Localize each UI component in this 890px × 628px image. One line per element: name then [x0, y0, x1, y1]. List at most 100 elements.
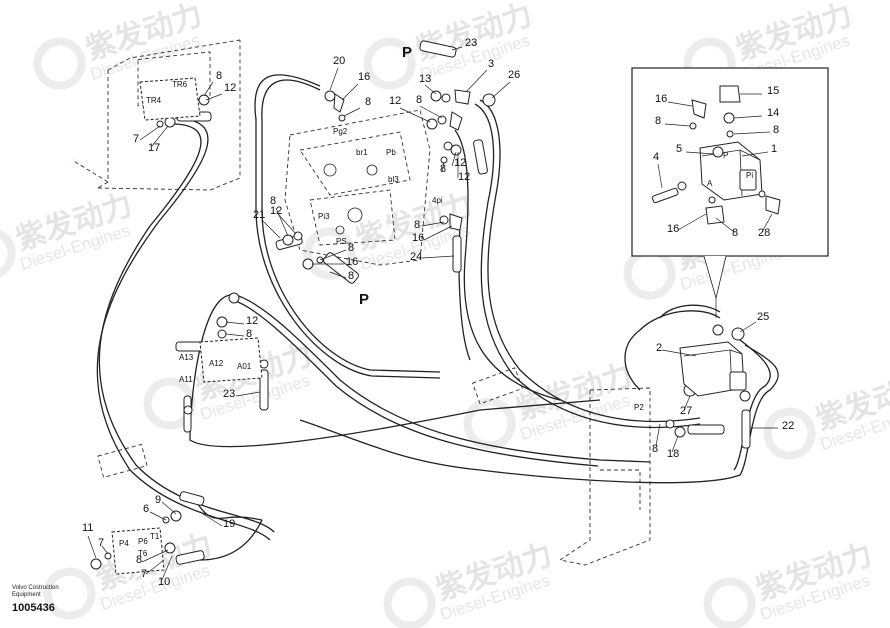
part-callout: 5 — [676, 143, 682, 155]
part-callout: 16 — [412, 232, 424, 244]
watermark-logo-icon — [363, 37, 416, 90]
part-callout: 27 — [680, 405, 692, 417]
part-callout: 8 — [414, 219, 420, 231]
port-blocks — [111, 77, 263, 575]
part-callout: 12 — [224, 82, 236, 94]
part-callout: 7 — [141, 568, 147, 580]
part-callout: 28 — [758, 227, 770, 239]
port-label: A — [707, 179, 713, 188]
port-label: br1 — [356, 148, 368, 157]
part-callout: 8 — [416, 94, 422, 106]
part-callout: 13 — [419, 73, 431, 85]
part-callout: 17 — [148, 142, 160, 154]
port-label: A12 — [209, 359, 224, 368]
port-label: TR6 — [172, 80, 188, 89]
diagram-code: 1005436 — [12, 602, 55, 614]
valve-block-main — [679, 341, 747, 397]
part-callout: 12 — [458, 171, 470, 183]
watermark-logo-icon — [763, 407, 816, 460]
part-callout: 10 — [158, 576, 170, 588]
part-callout: 8 — [348, 270, 354, 282]
part-callout: 20 — [333, 55, 345, 67]
port-label: P6 — [138, 537, 148, 546]
port-label: P2 — [634, 403, 644, 412]
part-callout: 8 — [440, 163, 446, 175]
part-callout: 25 — [757, 311, 769, 323]
hose-lines — [96, 74, 779, 561]
leader-lines — [87, 46, 778, 581]
part-callout: 8 — [348, 242, 354, 254]
part-callout: 19 — [223, 518, 235, 530]
part-callout: 15 — [767, 85, 779, 97]
part-callout: 16 — [655, 93, 667, 105]
part-callout: 23 — [223, 388, 235, 400]
port-label: TR4 — [146, 96, 162, 105]
part-callout: 8 — [652, 443, 658, 455]
part-callout: 8 — [655, 115, 661, 127]
pressure-port-label: P — [359, 291, 369, 308]
part-callout: 8 — [365, 96, 371, 108]
part-callout: 4 — [653, 151, 659, 163]
part-callout: 21 — [253, 209, 265, 221]
port-label: 4pi — [432, 196, 443, 205]
part-callout: 12 — [389, 95, 401, 107]
part-callout: 24 — [410, 251, 422, 263]
part-callout: 18 — [667, 448, 679, 460]
port-label: P4 — [119, 539, 129, 548]
port-label: Pg2 — [333, 127, 348, 136]
part-callout: 14 — [767, 107, 779, 119]
part-callout: 12 — [270, 205, 282, 217]
pressure-port-label: P — [402, 44, 412, 61]
watermark-logo-icon — [463, 397, 516, 450]
port-label: T6 — [138, 549, 148, 558]
part-callout: 11 — [82, 522, 93, 534]
part-callout: 8 — [270, 195, 276, 207]
pump-labels: PP — [359, 44, 412, 308]
port-label: Pi3 — [318, 212, 330, 221]
part-callout: 16 — [346, 256, 358, 268]
part-callout: 8 — [773, 124, 779, 136]
hose-assemblies — [175, 40, 751, 565]
part-callout: 9 — [155, 494, 161, 506]
port-label: P — [723, 151, 728, 160]
part-callout: 16 — [358, 71, 370, 83]
part-callout: 12 — [246, 315, 258, 327]
watermark-logo-icon — [703, 577, 756, 628]
control-valve-block — [284, 109, 431, 266]
part-callout: 8 — [246, 328, 252, 340]
part-callout: 7 — [133, 133, 139, 145]
port-label: bl3 — [388, 175, 399, 184]
part-callout: 1 — [771, 143, 777, 155]
fittings — [90, 89, 751, 570]
watermark-logo-icon — [43, 567, 96, 620]
part-callout: 26 — [508, 69, 520, 81]
part-callout: 3 — [488, 58, 494, 70]
port-label: A11 — [179, 375, 193, 384]
port-label: A01 — [237, 362, 252, 371]
port-label: Pi — [746, 171, 753, 180]
port-label: A13 — [179, 353, 194, 362]
detail-inset — [631, 67, 829, 318]
company-name-line1: Volvo Costruction — [12, 585, 59, 591]
port-label: PS — [336, 237, 347, 246]
port-label: T1 — [150, 532, 160, 541]
watermark-logo-icon — [0, 227, 16, 280]
part-callout: 8 — [136, 554, 142, 566]
port-label: Pb — [386, 148, 396, 157]
company-name-line2: Equipment — [12, 592, 41, 598]
watermark-logo-icon — [33, 37, 86, 90]
part-callout: 8 — [732, 227, 738, 239]
part-callout: 2 — [656, 342, 662, 354]
part-callout: 7 — [98, 537, 104, 549]
part-callout: 8 — [216, 70, 222, 82]
diagram-footer: Volvo Costruction Equipment 1005436 — [12, 585, 59, 614]
part-callout: 16 — [667, 223, 679, 235]
